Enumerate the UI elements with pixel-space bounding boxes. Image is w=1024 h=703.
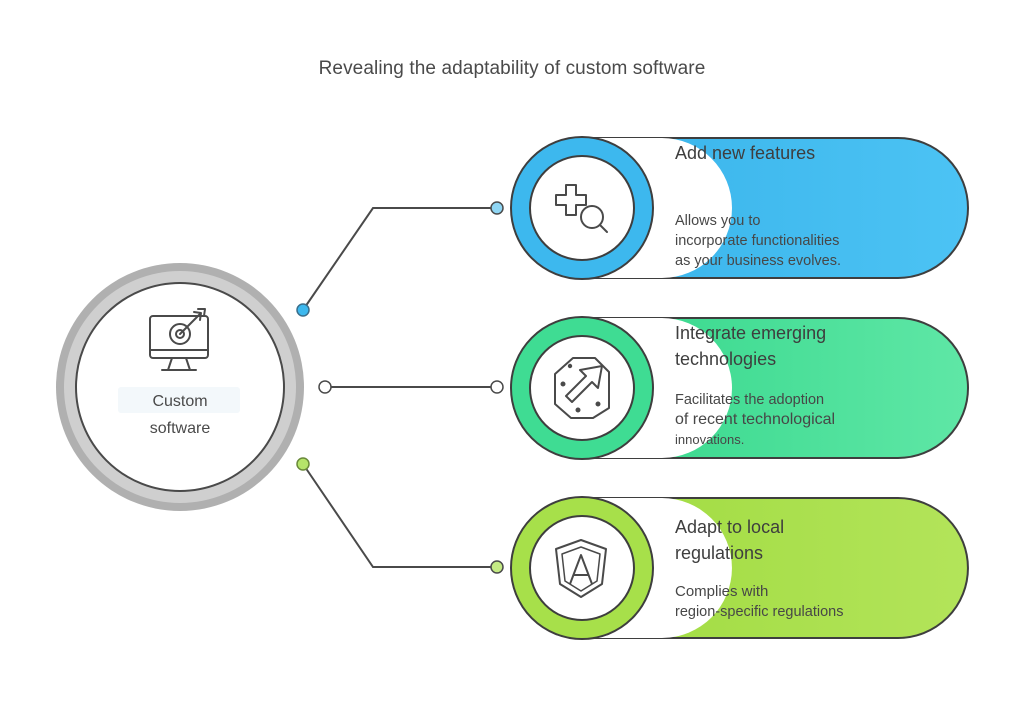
card-add-features (510, 136, 969, 280)
diagram-title: Revealing the adaptability of custom sof… (318, 58, 706, 79)
connector-bottom (302, 463, 496, 568)
angular-shield-icon (555, 539, 607, 598)
card-local-regulations (510, 496, 969, 640)
connector-dot-top-left (296, 303, 310, 317)
center-label-line-1: Custom (152, 393, 208, 410)
connector-dot-middle-left (318, 380, 332, 394)
center-label-line-2: software (149, 420, 211, 437)
card-1-title: Add new features (675, 143, 816, 163)
connector-top (302, 207, 496, 311)
card-3-title: Adapt to local regulations (675, 517, 785, 563)
center-label: Custom software (112, 388, 248, 442)
connector-dot-bottom-right (490, 560, 504, 574)
card-3-description: Complies with region-specific regulation… (675, 583, 844, 620)
card-1-description: Allows you to incorporate functionalitie… (675, 213, 842, 269)
connector-dot-bottom-left (296, 457, 310, 471)
monitor-target-icon (149, 308, 209, 371)
plus-magnifier-icon (555, 184, 608, 233)
card-2-description: Facilitates the adoption of recent techn… (675, 392, 836, 447)
connector-dot-middle-right (490, 380, 504, 394)
connectors (302, 207, 496, 568)
card-2-title: Integrate emerging technologies (675, 323, 827, 369)
center-hub (56, 263, 304, 511)
upgrade-arrow-icon (554, 357, 610, 419)
connector-dot-top-right (490, 201, 504, 215)
